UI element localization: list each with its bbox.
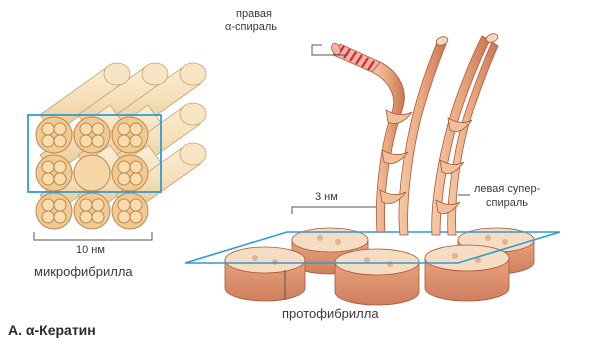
protofibril-disks [225, 228, 534, 305]
label-right-helix-2: α-спираль [225, 21, 277, 33]
label-right-helix-1: правая [236, 8, 272, 20]
label-10nm: 10 нм [76, 244, 105, 256]
label-left-superhelix-1: левая супер- [474, 183, 540, 195]
microfibril-block [28, 63, 206, 240]
microfibril-ends [36, 117, 148, 229]
dim-10nm-bracket [34, 232, 152, 240]
coiled-coil-strands [330, 32, 499, 235]
figure-caption: А. α-Кератин [8, 322, 96, 338]
label-protofibril: протофибрилла [282, 306, 379, 321]
label-microfibril: микрофибрилла [34, 264, 133, 279]
label-3nm: 3 нм [315, 191, 338, 203]
label-left-superhelix-2: спираль [486, 197, 528, 209]
dim-3nm-bracket [292, 207, 380, 214]
